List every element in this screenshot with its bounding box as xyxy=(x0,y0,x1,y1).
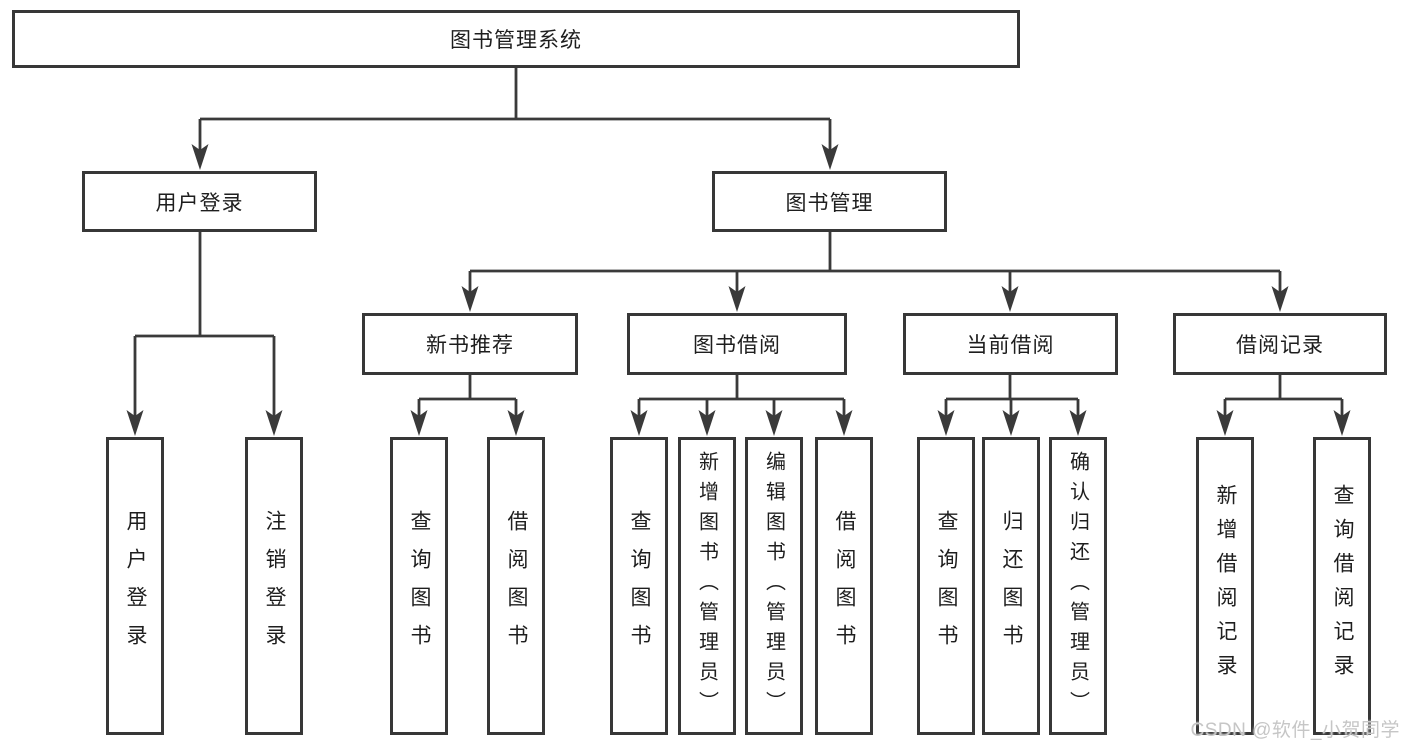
leaf-bb-edit-book-admin-label: 编辑图书（管理员） xyxy=(762,451,785,721)
leaf-bb-edit-book-admin: 编辑图书（管理员） xyxy=(745,437,803,735)
leaf-logout-login: 注销登录 xyxy=(245,437,303,735)
leaf-cb-query-books-label: 查询图书 xyxy=(935,510,958,662)
leaf-bb-add-book-admin: 新增图书（管理员） xyxy=(678,437,736,735)
node-borrow-records-label: 借阅记录 xyxy=(1236,334,1324,357)
leaf-br-add-record: 新增借阅记录 xyxy=(1196,437,1254,735)
connector-root-to-level2 xyxy=(198,68,832,150)
connector-current-to-leaves xyxy=(944,375,1080,416)
leaf-nb-borrow-books: 借阅图书 xyxy=(487,437,545,735)
node-book-borrowing: 图书借阅 xyxy=(627,313,847,375)
leaf-user-login-label: 用户登录 xyxy=(124,510,147,662)
node-user-login: 用户登录 xyxy=(82,171,317,232)
connector-records-to-leaves xyxy=(1223,375,1344,416)
leaf-br-query-record-label: 查询借阅记录 xyxy=(1331,484,1354,688)
leaf-nb-query-books: 查询图书 xyxy=(390,437,448,735)
node-book-management-label: 图书管理 xyxy=(785,191,874,215)
leaf-nb-borrow-books-label: 借阅图书 xyxy=(505,510,528,662)
leaf-cb-query-books: 查询图书 xyxy=(917,437,975,735)
node-current-borrowing-label: 当前借阅 xyxy=(966,334,1055,357)
leaf-br-query-record: 查询借阅记录 xyxy=(1313,437,1371,735)
connector-userlogin-to-leaves xyxy=(133,232,276,416)
leaf-br-add-record-label: 新增借阅记录 xyxy=(1214,484,1237,688)
node-new-book-recommend-label: 新书推荐 xyxy=(426,334,514,357)
node-root: 图书管理系统 xyxy=(12,10,1020,68)
connector-bookmgmt-to-level3 xyxy=(468,232,1282,292)
leaf-cb-return-books-label: 归还图书 xyxy=(1000,510,1023,662)
node-book-management: 图书管理 xyxy=(712,171,947,232)
leaf-nb-query-books-label: 查询图书 xyxy=(408,510,431,662)
leaf-bb-borrow-books-label: 借阅图书 xyxy=(833,510,856,662)
leaf-user-login: 用户登录 xyxy=(106,437,164,735)
node-root-label: 图书管理系统 xyxy=(450,29,582,52)
node-borrow-records: 借阅记录 xyxy=(1173,313,1387,375)
leaf-logout-login-label: 注销登录 xyxy=(263,510,286,662)
watermark: CSDN @软件_小贺同学 xyxy=(1190,720,1400,741)
node-current-borrowing: 当前借阅 xyxy=(903,313,1118,375)
leaf-cb-confirm-return-admin-label: 确认归还（管理员） xyxy=(1066,451,1089,721)
node-user-login-label: 用户登录 xyxy=(155,191,244,215)
leaf-cb-confirm-return-admin: 确认归还（管理员） xyxy=(1049,437,1107,735)
leaf-bb-query-books: 查询图书 xyxy=(610,437,668,735)
leaf-bb-query-books-label: 查询图书 xyxy=(628,510,651,662)
connector-borrowing-to-leaves xyxy=(637,375,846,416)
leaf-cb-return-books: 归还图书 xyxy=(982,437,1040,735)
leaf-bb-borrow-books: 借阅图书 xyxy=(815,437,873,735)
leaf-bb-add-book-admin-label: 新增图书（管理员） xyxy=(695,451,718,721)
node-book-borrowing-label: 图书借阅 xyxy=(693,334,781,357)
node-new-book-recommend: 新书推荐 xyxy=(362,313,578,375)
connector-newbooks-to-leaves xyxy=(417,375,518,416)
